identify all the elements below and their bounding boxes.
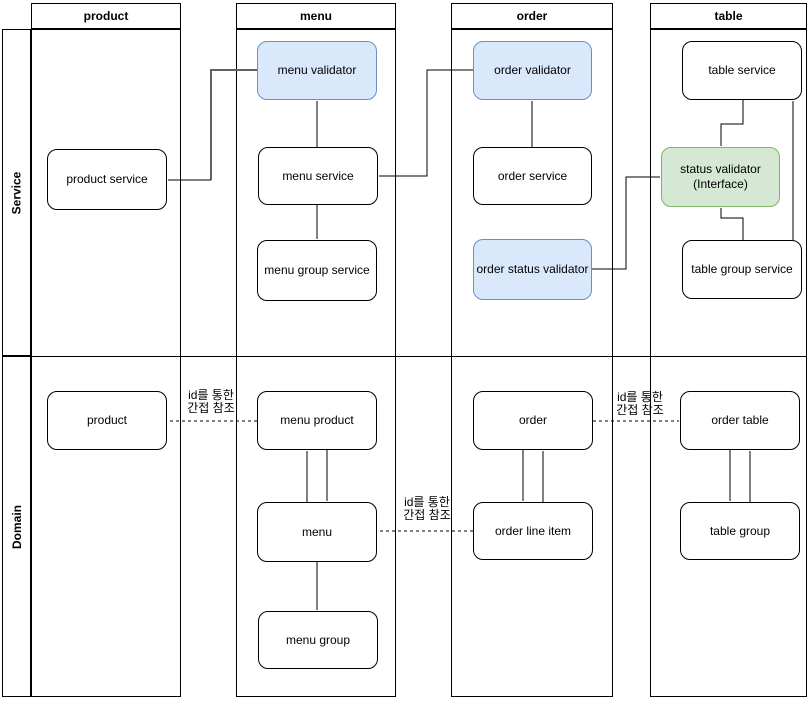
node-order[interactable]: order (473, 391, 593, 450)
lane-header-product-label: product (83, 9, 129, 23)
lane-body-table (650, 29, 807, 697)
node-status-validator-interface[interactable]: status validator (Interface) (661, 147, 780, 207)
node-menu-validator[interactable]: menu validator (257, 41, 377, 100)
lane-header-order-label: order (516, 9, 548, 23)
node-menu-product[interactable]: menu product (257, 391, 377, 450)
edge-menu-validator-to-product-service-segment[interactable] (210, 69, 257, 180)
row-header-service[interactable]: Service (2, 29, 31, 356)
lane-header-menu-label: menu (299, 9, 332, 23)
edge-table-service-to-status-validator[interactable] (720, 100, 744, 146)
node-menu-group[interactable]: menu group (258, 611, 378, 669)
node-menu[interactable]: menu (257, 502, 377, 562)
node-order-service[interactable]: order service (473, 147, 592, 205)
node-order-validator[interactable]: order validator (473, 41, 592, 100)
edge-label-indirect-ref-product: id를 통한 간접 참조 (187, 388, 235, 415)
lane-header-table[interactable]: table (650, 3, 807, 29)
node-order-status-validator[interactable]: order status validator (473, 239, 592, 300)
lane-header-product[interactable]: product (31, 3, 181, 29)
lane-body-product (31, 29, 181, 697)
edge-label-indirect-ref-menu: id를 통한 간접 참조 (403, 495, 451, 522)
node-product-service[interactable]: product service (47, 149, 167, 210)
edge-label-indirect-ref-order-table: id를 통한 간접 참조 (616, 390, 664, 417)
lane-body-menu (236, 29, 396, 697)
node-order-table[interactable]: order table (680, 391, 800, 450)
node-table-group[interactable]: table group (680, 502, 800, 560)
edge-order-validator-to-menu-service[interactable] (379, 69, 473, 177)
edge-order-status-validator-to-status-validator[interactable] (592, 176, 660, 270)
edge-table-group-service-to-status-validator[interactable] (720, 208, 744, 240)
row-header-domain[interactable]: Domain (2, 356, 31, 697)
node-menu-service[interactable]: menu service (258, 147, 378, 205)
lane-header-table-label: table (714, 9, 743, 23)
lane-header-menu[interactable]: menu (236, 3, 396, 29)
service-domain-divider (2, 356, 807, 357)
node-table-service[interactable]: table service (682, 41, 802, 100)
lane-header-order[interactable]: order (451, 3, 613, 29)
node-table-group-service[interactable]: table group service (682, 240, 802, 299)
node-order-line-item[interactable]: order line item (473, 502, 593, 560)
node-menu-group-service[interactable]: menu group service (257, 240, 377, 301)
node-product[interactable]: product (47, 391, 167, 450)
